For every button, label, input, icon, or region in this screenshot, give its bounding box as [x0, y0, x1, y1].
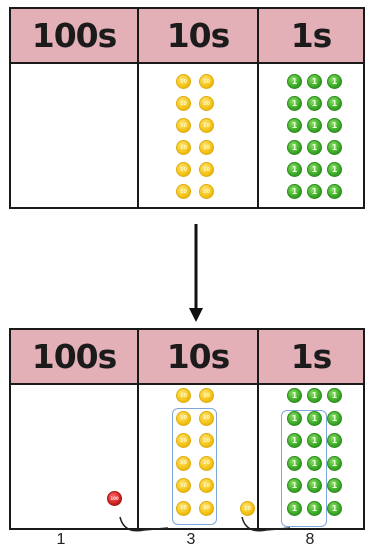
- ten-coin: 10: [176, 478, 191, 493]
- one-coin: 1: [287, 162, 302, 177]
- one-coin: 1: [307, 500, 322, 516]
- ones-group-box: [281, 410, 327, 527]
- one-coin: 1: [327, 478, 342, 493]
- ten-coin: 10: [199, 478, 214, 493]
- one-coin: 1: [307, 388, 322, 403]
- one-coin: 1: [307, 118, 322, 133]
- one-coin: 1: [327, 140, 342, 155]
- header-ones: 1s: [259, 9, 363, 64]
- one-coin: 1: [307, 184, 322, 199]
- one-coin: 1: [287, 433, 302, 448]
- ten-coin: 10: [176, 184, 191, 199]
- hundred-coin: 100: [107, 491, 122, 506]
- result-digit-hundreds: 1: [56, 531, 66, 548]
- down-arrow-icon: [189, 224, 203, 322]
- one-coin: 1: [307, 478, 322, 493]
- ten-coin: 10: [176, 410, 191, 426]
- header-hundreds: 100s: [11, 330, 139, 385]
- one-coin: 1: [327, 388, 342, 403]
- result-digit-ones: 8: [305, 531, 315, 548]
- cell-tens-before: 10 10 10 10 10 10 10 10 10 10 10 10: [139, 64, 259, 207]
- one-coin: 1: [327, 118, 342, 133]
- ten-coin: 10: [176, 96, 191, 111]
- cell-hundreds-before: [11, 64, 139, 207]
- ten-coin: 10: [199, 410, 214, 426]
- ten-coin: 10: [199, 455, 214, 471]
- one-coin: 1: [307, 455, 322, 471]
- result-digit-tens: 3: [186, 531, 196, 548]
- one-coin: 1: [287, 184, 302, 199]
- one-coin: 1: [307, 162, 322, 177]
- one-coin: 1: [327, 74, 342, 89]
- ten-coin: 10: [176, 455, 191, 471]
- one-coin: 1: [327, 410, 342, 426]
- ten-coin: 10: [176, 433, 191, 448]
- ten-coin: 10: [199, 96, 214, 111]
- ten-coin: 10: [176, 118, 191, 133]
- one-coin: 1: [287, 478, 302, 493]
- one-coin: 1: [327, 500, 342, 516]
- one-coin: 1: [307, 410, 322, 426]
- one-coin: 1: [287, 388, 302, 403]
- ten-coin: 10: [176, 162, 191, 177]
- ten-coin: 10: [199, 184, 214, 199]
- carried-ten-coin: 10: [240, 501, 255, 516]
- ten-coin: 10: [199, 433, 214, 448]
- one-coin: 1: [327, 184, 342, 199]
- ten-coin: 10: [176, 500, 191, 516]
- one-coin: 1: [287, 74, 302, 89]
- one-coin: 1: [327, 455, 342, 471]
- one-coin: 1: [327, 433, 342, 448]
- one-coin: 1: [287, 500, 302, 516]
- ten-coin: 10: [199, 118, 214, 133]
- header-hundreds: 100s: [11, 9, 139, 64]
- one-coin: 1: [287, 140, 302, 155]
- ten-coin: 10: [199, 388, 214, 403]
- ten-coin: 10: [199, 140, 214, 155]
- ten-coin: 10: [176, 388, 191, 403]
- one-coin: 1: [287, 118, 302, 133]
- tens-group-box: [172, 408, 217, 525]
- cell-hundreds-after: 100: [11, 385, 139, 528]
- ten-coin: 10: [176, 74, 191, 89]
- header-tens: 10s: [139, 9, 259, 64]
- one-coin: 1: [307, 74, 322, 89]
- header-tens: 10s: [139, 330, 259, 385]
- one-coin: 1: [307, 96, 322, 111]
- one-coin: 1: [287, 455, 302, 471]
- one-coin: 1: [327, 162, 342, 177]
- one-coin: 1: [287, 410, 302, 426]
- one-coin: 1: [327, 96, 342, 111]
- ten-coin: 10: [199, 162, 214, 177]
- ten-coin: 10: [199, 500, 214, 516]
- one-coin: 1: [307, 140, 322, 155]
- ten-coin: 10: [199, 74, 214, 89]
- header-ones: 1s: [259, 330, 363, 385]
- one-coin: 1: [307, 433, 322, 448]
- one-coin: 1: [287, 96, 302, 111]
- cell-tens-after: 10 10 10 10 10 10 10 10 10 10 10 10 10: [139, 385, 259, 528]
- ten-coin: 10: [176, 140, 191, 155]
